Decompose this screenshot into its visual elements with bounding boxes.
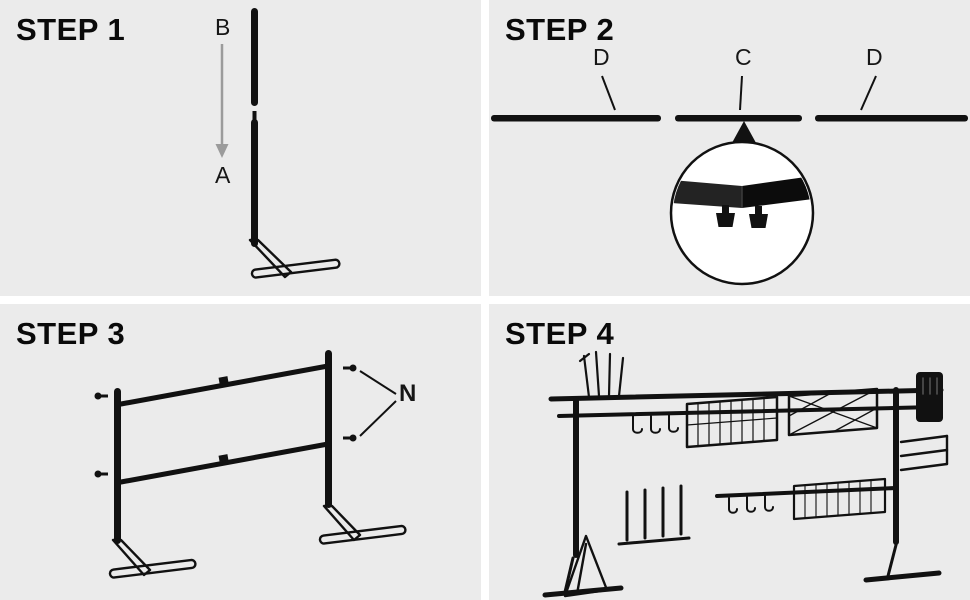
step-4-title: STEP 4: [505, 316, 615, 351]
side-cup-rack: [899, 434, 949, 472]
screw-right-top: [343, 364, 357, 372]
frame-rails: [118, 363, 331, 485]
feet: [542, 543, 942, 598]
connector-closeup: [673, 176, 811, 228]
screw-right-bottom: [343, 434, 357, 442]
label-part-d-left: D: [593, 44, 610, 70]
frame-posts: [114, 350, 332, 544]
magnifier-circle: [669, 140, 815, 286]
step-1-diagram: [215, 8, 341, 279]
utensils: [578, 350, 625, 399]
step-3-title: STEP 3: [16, 316, 126, 351]
tube-part-a: [248, 111, 341, 279]
n-pointer-lines: [359, 370, 397, 437]
step-4-panel: STEP 4: [489, 304, 970, 600]
label-part-d-right: D: [866, 44, 883, 70]
hooks-mid: [728, 495, 774, 514]
mid-rail: [715, 486, 898, 498]
foot-right: [318, 504, 407, 545]
rail-segment-d-left: [491, 115, 661, 122]
label-part-c: C: [735, 44, 752, 70]
step-1-panel: STEP 1 B A: [0, 0, 481, 296]
step-1-title: STEP 1: [16, 12, 126, 47]
wire-basket-right: [787, 387, 879, 437]
assembled-rack: [542, 350, 949, 598]
step-3-diagram: [94, 350, 407, 579]
knob-screw-right: [749, 206, 768, 228]
cutting-board-holder: [617, 484, 691, 546]
wire-basket-center: [685, 395, 779, 449]
hooks-top: [632, 414, 679, 434]
wire-basket-mid: [792, 477, 887, 521]
label-part-a: A: [215, 162, 231, 188]
foot-base: [250, 258, 341, 279]
step-2-title: STEP 2: [505, 12, 615, 47]
foot-left: [108, 538, 197, 579]
step-3-panel: STEP 3 N: [0, 304, 481, 600]
step-2-panel: STEP 2 D C D: [489, 0, 970, 296]
foot-strut: [248, 238, 293, 279]
rail-segment-d-right: [815, 115, 968, 122]
step-2-diagram: [491, 75, 968, 286]
pointer-lines: [601, 75, 877, 111]
label-part-b: B: [215, 14, 231, 40]
screw-left-bottom: [94, 470, 108, 478]
knife-holder: [916, 372, 943, 422]
tube-part-b: [251, 8, 258, 106]
side-posts: [573, 387, 899, 558]
magnifier-callout: [669, 121, 815, 286]
step-4-diagram: [542, 350, 949, 598]
knob-screw-left: [716, 205, 735, 227]
rail-segment-c: [675, 115, 802, 122]
label-part-n: N: [399, 380, 417, 407]
screw-left-top: [94, 392, 108, 400]
arrow-down-icon: [215, 44, 229, 158]
